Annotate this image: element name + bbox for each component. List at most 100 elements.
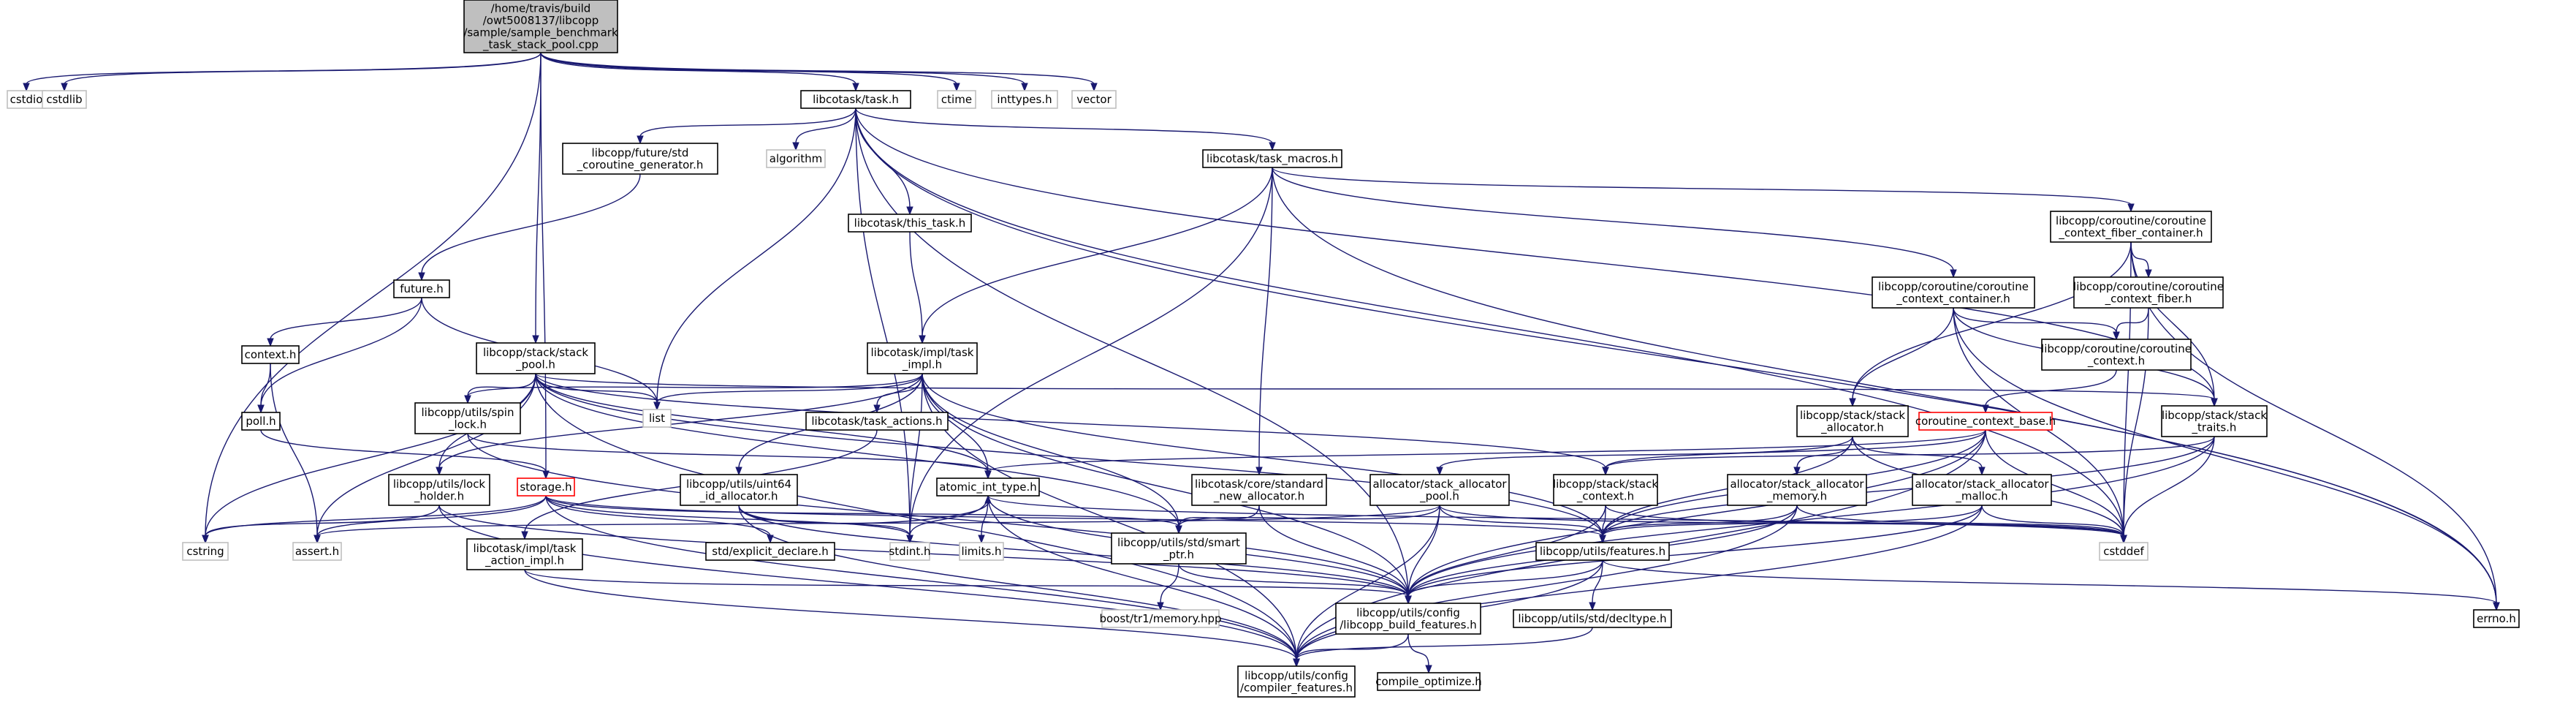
edge-line xyxy=(535,373,2215,400)
node-label-line: context.h xyxy=(245,348,297,361)
edge-arrowhead xyxy=(521,531,528,540)
node-compiler-features[interactable]: libcopp/utils/config/compiler_features.h xyxy=(1237,665,1356,698)
edge-line xyxy=(316,505,1440,537)
node-label-line: _task_stack_pool.cpp xyxy=(482,38,599,52)
edge-line xyxy=(421,173,641,274)
node-cstring[interactable]: cstring xyxy=(182,542,229,561)
node-errno-h[interactable]: errno.h xyxy=(2473,609,2520,628)
node-uint64-alloc[interactable]: libcopp/utils/uint64_id_allocator.h xyxy=(680,474,798,506)
node-inttypes[interactable]: inttypes.h xyxy=(991,90,1058,109)
node-context-fiber[interactable]: libcopp/coroutine/coroutine_context_fibe… xyxy=(2073,276,2224,309)
edge-arrowhead xyxy=(2211,398,2218,407)
node-label-line: libcopp/stack/stack xyxy=(1553,478,1658,491)
node-box xyxy=(1872,276,2035,309)
edge-context-container-to-stack-allocator xyxy=(1849,307,1954,407)
node-features[interactable]: libcopp/utils/features.h xyxy=(1535,542,1670,561)
edge-line xyxy=(1602,559,2497,604)
node-label-line: storage.h xyxy=(520,480,571,494)
edge-line xyxy=(524,569,1409,597)
node-ctime[interactable]: ctime xyxy=(937,90,976,109)
edge-arrowhead xyxy=(919,335,926,344)
node-label-line: _traits.h xyxy=(2192,420,2237,434)
edge-line xyxy=(1407,505,1983,597)
node-stack-allocator[interactable]: libcopp/stack/stack_allocator.h xyxy=(1796,405,1909,437)
edge-arrowhead xyxy=(2145,269,2152,279)
node-standard-new-alloc[interactable]: libcotask/core/standard_new_allocator.h xyxy=(1191,474,1327,506)
edge-line xyxy=(535,52,542,337)
edge-arrowhead xyxy=(464,395,471,404)
node-task-macros[interactable]: libcotask/task_macros.h xyxy=(1202,149,1342,168)
node-box xyxy=(937,90,976,109)
node-smart-ptr[interactable]: libcopp/utils/std/smart_ptr.h xyxy=(1111,532,1247,565)
node-alloc-malloc[interactable]: allocator/stack_allocator_malloc.h xyxy=(1912,474,2052,506)
node-algorithm[interactable]: algorithm xyxy=(766,149,826,168)
edge-arrowhead xyxy=(1405,595,1412,605)
node-future-std-coro[interactable]: libcopp/future/std_coroutine_generator.h xyxy=(562,143,718,175)
edge-line xyxy=(1258,505,1409,597)
node-explicit-declare[interactable]: std/explicit_declare.h xyxy=(705,542,835,561)
node-boost-memory[interactable]: boost/tr1/memory.hpp xyxy=(1099,609,1222,628)
node-box xyxy=(2050,211,2212,243)
node-cstdio[interactable]: cstdio xyxy=(7,90,46,109)
node-task-impl[interactable]: libcotask/impl/task_impl.h xyxy=(867,342,978,374)
node-label-line: libcotask/this_task.h xyxy=(854,216,966,230)
node-decltype-h[interactable]: libcopp/utils/std/decltype.h xyxy=(1513,609,1672,628)
node-storage-h[interactable]: storage.h xyxy=(517,478,575,497)
edge-arrowhead xyxy=(1090,83,1098,92)
node-alloc-pool[interactable]: allocator/stack_allocator_pool.h xyxy=(1369,474,1510,506)
node-box xyxy=(1202,149,1342,168)
edge-line xyxy=(738,505,1297,660)
node-atomic-int[interactable]: atomic_int_type.h xyxy=(936,478,1040,497)
node-list[interactable]: list xyxy=(642,409,672,428)
node-this-task[interactable]: libcotask/this_task.h xyxy=(848,214,972,233)
edge-line xyxy=(467,373,536,397)
node-context-container[interactable]: libcopp/coroutine/coroutine_context_cont… xyxy=(1872,276,2035,309)
edge-stack-context-to-cstddef xyxy=(1605,505,2127,544)
node-future-h[interactable]: future.h xyxy=(393,279,450,298)
edge-line xyxy=(438,373,923,469)
node-coro-context-base[interactable]: coroutine_context_base.h xyxy=(1915,412,2056,431)
node-compile-optimize[interactable]: compile_optimize.h xyxy=(1375,672,1482,691)
node-task-actions[interactable]: libcotask/task_actions.h xyxy=(805,412,949,431)
node-stack-pool[interactable]: libcopp/stack/stack_pool.h xyxy=(476,342,596,374)
node-stack-traits[interactable]: libcopp/stack/stack_traits.h xyxy=(2161,405,2268,437)
node-lock-holder[interactable]: libcopp/utils/lock_holder.h xyxy=(388,474,490,506)
node-alloc-memory[interactable]: allocator/stack_allocator_memory.h xyxy=(1727,474,1867,506)
edge-alloc-pool-to-smart-ptr xyxy=(1175,505,1440,535)
node-cstdlib[interactable]: cstdlib xyxy=(42,90,87,109)
node-stdint[interactable]: stdint.h xyxy=(889,542,931,561)
edge-arrowhead xyxy=(1849,398,1856,407)
node-limits-h[interactable]: limits.h xyxy=(959,542,1004,561)
node-task-h[interactable]: libcotask/task.h xyxy=(800,90,911,109)
edge-stack-context-to-features xyxy=(1599,505,1606,544)
node-task-action-impl[interactable]: libcotask/impl/task_action_impl.h xyxy=(466,538,583,570)
edge-arrowhead xyxy=(852,83,859,92)
node-label-line: poll.h xyxy=(246,415,276,428)
node-context-h[interactable]: context.h xyxy=(241,345,300,364)
node-box xyxy=(2161,405,2268,437)
node-root[interactable]: /home/travis/build/owt5008137/libcopp/sa… xyxy=(463,0,618,53)
node-box xyxy=(562,143,718,175)
node-stack-context[interactable]: libcopp/stack/stack_context.h xyxy=(1553,474,1658,506)
node-cstddef[interactable]: cstddef xyxy=(2099,542,2148,561)
node-assert-h[interactable]: assert.h xyxy=(292,542,342,561)
node-label-line: /libcopp_build_features.h xyxy=(1340,618,1477,632)
edge-root-to-cstdio xyxy=(23,52,542,92)
node-poll-h[interactable]: poll.h xyxy=(241,412,281,431)
node-build-features[interactable]: libcopp/utils/config/libcopp_build_featu… xyxy=(1335,603,1481,635)
node-spin-lock[interactable]: libcopp/utils/spin_lock.h xyxy=(414,402,521,434)
edge-line xyxy=(316,373,536,537)
node-fiber-container[interactable]: libcopp/coroutine/coroutine_context_fibe… xyxy=(2050,211,2212,243)
edge-line xyxy=(2130,241,2215,400)
edge-line xyxy=(1272,167,2497,604)
node-box xyxy=(1237,665,1356,698)
node-box xyxy=(936,478,1040,497)
edge-root-to-storage-h xyxy=(540,52,550,480)
edge-line xyxy=(1796,505,2124,537)
node-vector[interactable]: vector xyxy=(1071,90,1117,109)
edge-arrowhead xyxy=(257,404,265,414)
edge-arrowhead xyxy=(735,467,742,476)
node-coro-context[interactable]: libcopp/coroutine/coroutine_context.h xyxy=(2041,339,2192,371)
edge-context-h-to-assert-h xyxy=(270,363,321,544)
